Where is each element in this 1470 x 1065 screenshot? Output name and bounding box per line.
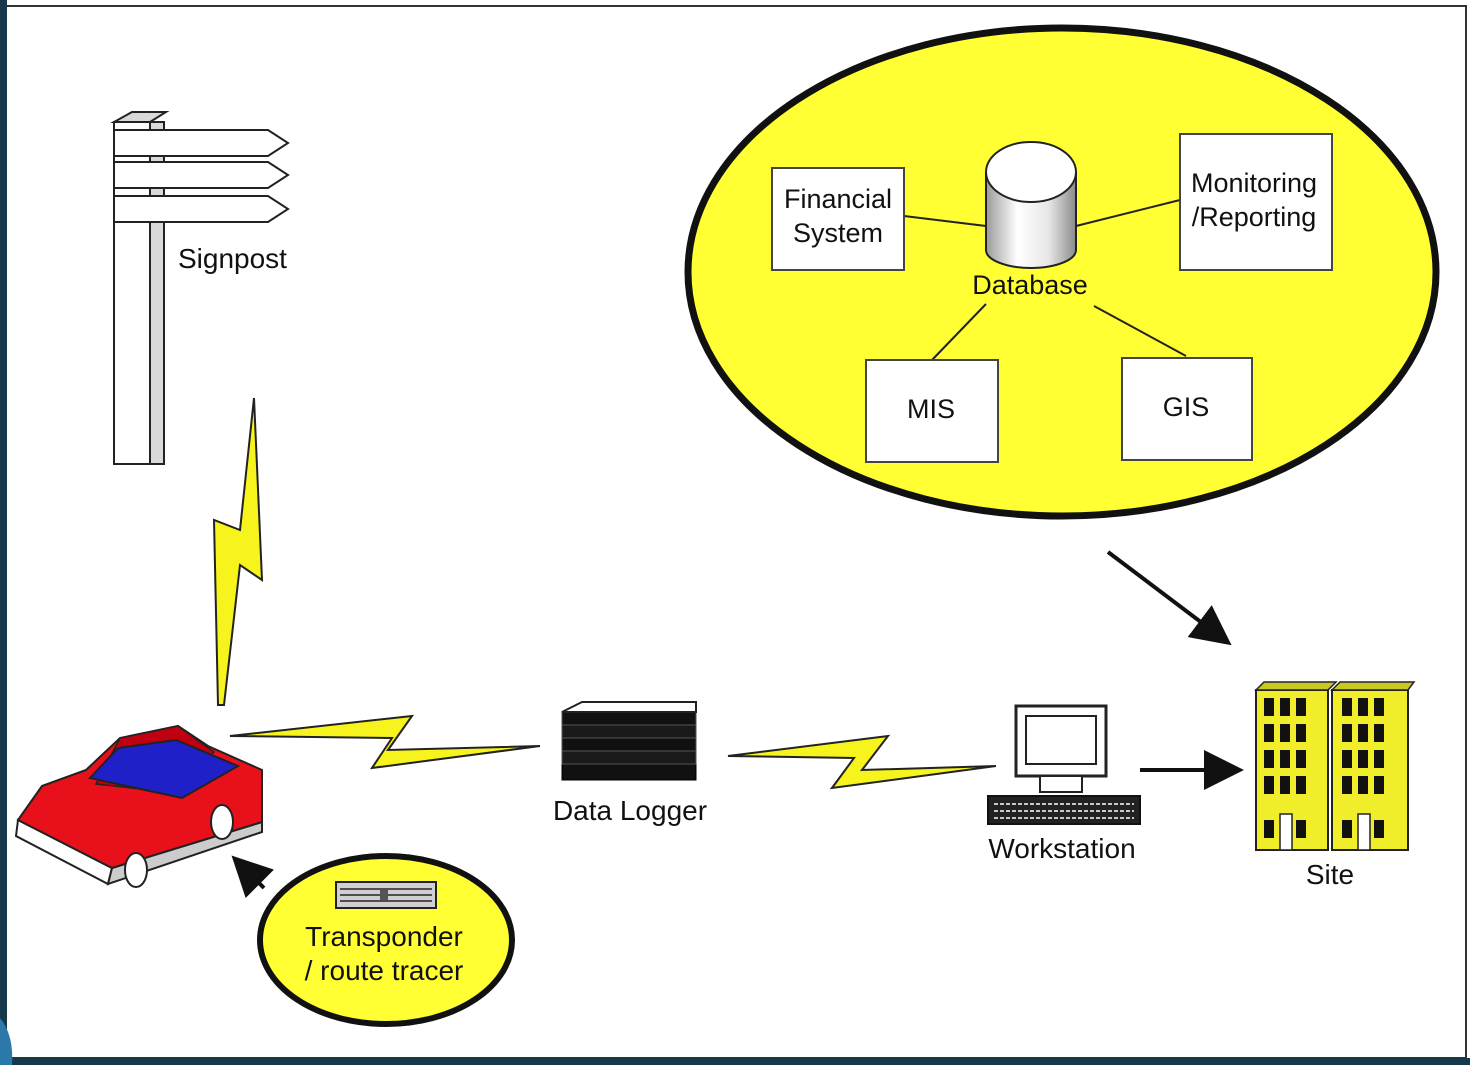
transponder-ellipse (257, 853, 515, 1027)
connector-line (1075, 199, 1181, 227)
workstation-label: Workstation (988, 833, 1135, 864)
gis-label: GIS (1163, 392, 1210, 422)
monitoring-reporting-line1: Monitoring (1191, 168, 1317, 198)
database-label: Database (972, 270, 1088, 300)
corner-swoosh (0, 1018, 13, 1065)
bottom-edge-bar (0, 1058, 1470, 1065)
lightning-bolt-icon (727, 734, 997, 790)
signpost-icon (110, 111, 290, 465)
left-edge-bar (0, 0, 7, 1065)
signpost-label: Signpost (178, 243, 287, 274)
connector-line (931, 303, 987, 361)
lightning-bolt-icon (229, 714, 541, 770)
monitoring-reporting-line2: /Reporting (1192, 202, 1317, 232)
data-logger-label: Data Logger (553, 795, 707, 826)
arrow-icon (1106, 550, 1232, 646)
car-icon (14, 724, 263, 888)
site-label: Site (1306, 859, 1354, 890)
transponder-device-icon (335, 881, 437, 909)
gis-box (1121, 357, 1253, 461)
transponder-label-line2: / route tracer (305, 955, 464, 986)
financial-system-line2: System (793, 218, 883, 248)
financial-system-line1: Financial (784, 184, 892, 214)
database-icon (985, 141, 1077, 269)
transponder-label-line1: Transponder (305, 921, 463, 952)
building-icon (1254, 681, 1416, 851)
lightning-bolt-icon (212, 397, 264, 706)
workstation-icon (987, 704, 1141, 825)
connector-line (1093, 305, 1187, 357)
financial-system-box (771, 167, 905, 271)
mis-label: MIS (907, 394, 955, 424)
monitoring-reporting-box (1179, 133, 1333, 271)
data-logger-icon (561, 701, 697, 781)
mis-box (865, 359, 999, 463)
arrow-icon (231, 855, 274, 898)
connector-line (903, 215, 987, 227)
